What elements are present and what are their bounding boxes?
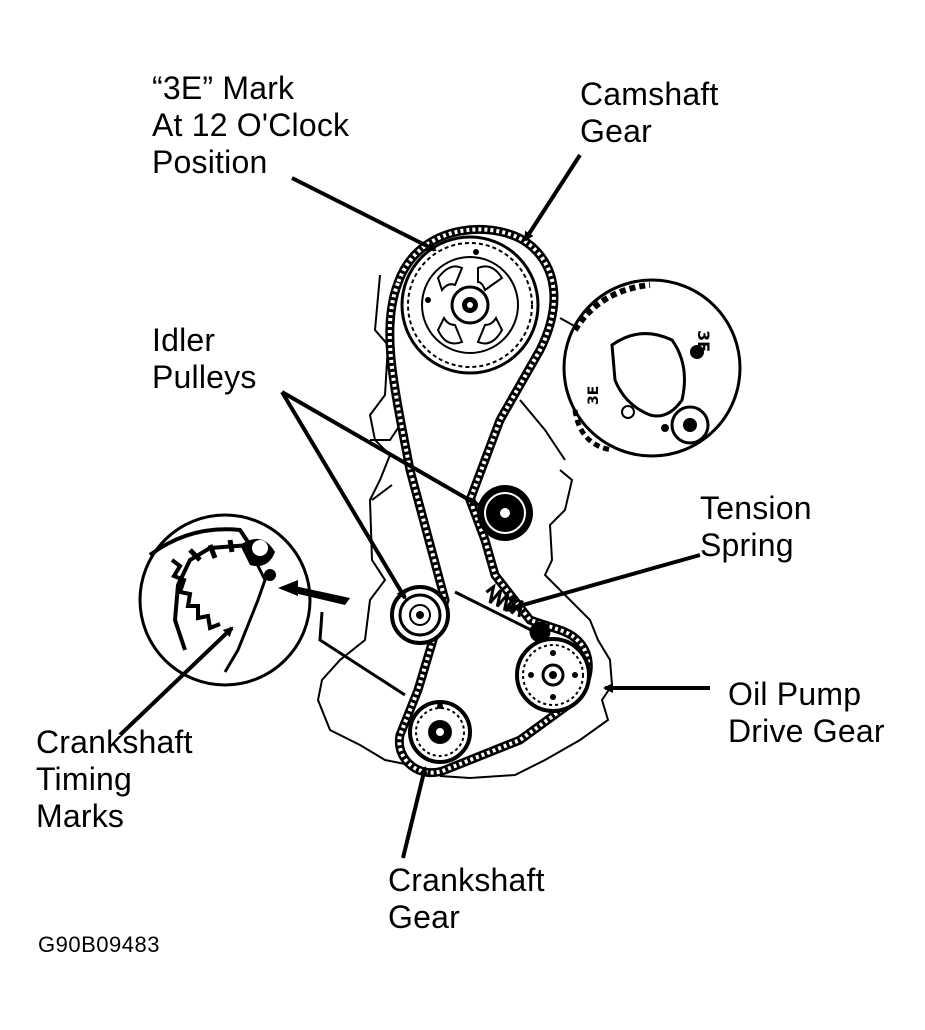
camshaft-mark-inset: 3E 3E bbox=[559, 278, 742, 458]
label-tension-spring-line1: Tension bbox=[700, 490, 812, 526]
label-idler-pulleys-line2: Pulleys bbox=[152, 359, 257, 395]
engine-block-outline bbox=[316, 274, 614, 780]
label-camshaft-gear-line1: Camshaft bbox=[580, 76, 719, 112]
label-crankshaft-timing-line1: Crankshaft bbox=[36, 724, 193, 760]
label-3e-mark-line2: At 12 O'Clock bbox=[152, 107, 350, 143]
crankshaft-gear bbox=[408, 700, 472, 764]
label-crankshaft-gear: Crankshaft Gear bbox=[388, 862, 545, 936]
label-crankshaft-gear-line2: Gear bbox=[388, 899, 460, 935]
label-3e-mark: “3E” Mark At 12 O'Clock Position bbox=[152, 70, 349, 181]
tension-spring bbox=[454, 583, 551, 643]
arrow-tension-spring bbox=[503, 553, 701, 613]
label-crankshaft-timing-marks: Crankshaft Timing Marks bbox=[36, 724, 193, 835]
arrow-idler-lower bbox=[280, 390, 407, 600]
label-oil-pump-line2: Drive Gear bbox=[728, 713, 885, 749]
arrow-idler-upper bbox=[281, 390, 480, 507]
label-3e-mark-line3: Position bbox=[152, 144, 268, 180]
label-idler-pulleys-line1: Idler bbox=[152, 322, 216, 358]
arrow-3e-mark bbox=[291, 176, 437, 252]
figure-id: G90B09483 bbox=[38, 932, 160, 957]
label-crankshaft-timing-line2: Timing bbox=[36, 761, 133, 797]
camshaft-gear bbox=[400, 235, 540, 375]
timing-belt bbox=[385, 225, 593, 778]
label-crankshaft-gear-line1: Crankshaft bbox=[388, 862, 545, 898]
label-3e-mark-line1: “3E” Mark bbox=[152, 70, 295, 106]
svg-text:3E: 3E bbox=[694, 330, 713, 352]
label-camshaft-gear: Camshaft Gear bbox=[580, 76, 719, 150]
svg-text:3E: 3E bbox=[586, 386, 602, 405]
label-idler-pulleys: Idler Pulleys bbox=[152, 322, 257, 396]
label-crankshaft-timing-line3: Marks bbox=[36, 798, 125, 834]
arrow-crankshaft-gear bbox=[401, 766, 428, 859]
label-oil-pump-line1: Oil Pump bbox=[728, 676, 862, 712]
label-tension-spring-line2: Spring bbox=[700, 527, 794, 563]
arrow-crankshaft-timing bbox=[118, 626, 234, 737]
crankshaft-mark-inset bbox=[138, 513, 406, 697]
lower-idler-pulley bbox=[390, 585, 450, 645]
arrow-camshaft-gear bbox=[523, 153, 582, 242]
upper-idler-pulley bbox=[477, 485, 533, 541]
label-oil-pump-drive-gear: Oil Pump Drive Gear bbox=[728, 676, 885, 750]
label-tension-spring: Tension Spring bbox=[700, 490, 812, 564]
leader-arrows bbox=[118, 153, 710, 859]
label-camshaft-gear-line2: Gear bbox=[580, 113, 652, 149]
oil-pump-drive-gear bbox=[515, 637, 591, 713]
